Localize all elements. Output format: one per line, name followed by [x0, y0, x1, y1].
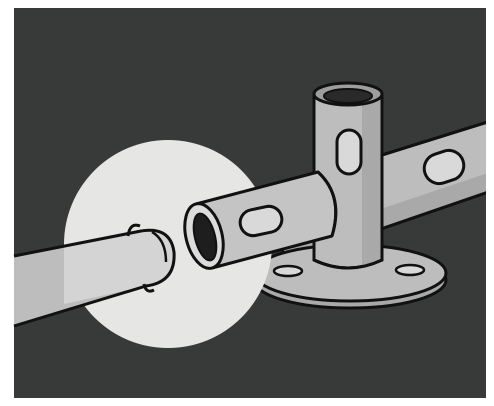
pipe-slot-right	[422, 148, 466, 186]
connector-tube	[183, 170, 338, 270]
post-slot	[335, 128, 363, 176]
pipe-tab-top	[126, 223, 141, 237]
left-pipe	[13, 223, 176, 328]
vertical-post	[312, 81, 384, 270]
flange-hole-left	[272, 264, 304, 278]
connector-slot	[238, 204, 284, 238]
flange-hole-right	[394, 263, 426, 277]
pipe-tab-bottom	[142, 283, 155, 293]
